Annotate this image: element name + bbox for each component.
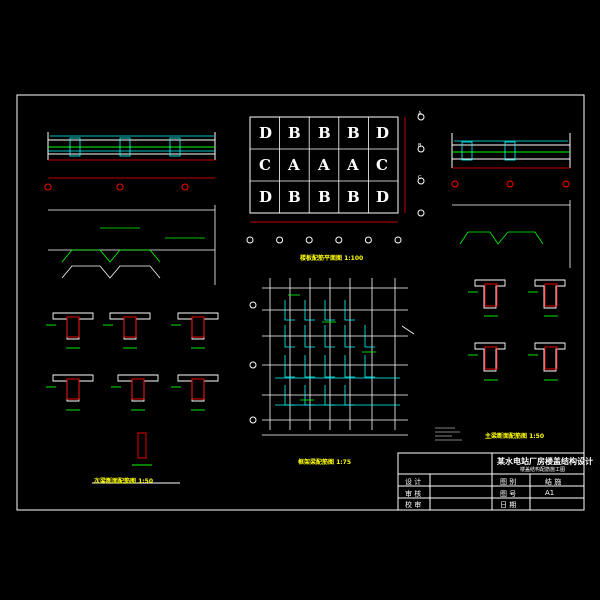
title-block-cell: 图 号 bbox=[500, 490, 517, 498]
slab-panel-label: D bbox=[376, 188, 390, 206]
left-sections-title: 次梁断面配筋图 1:50 bbox=[94, 478, 154, 485]
title-block-cell: 结 施 bbox=[545, 478, 562, 486]
slab-panel-label: D bbox=[376, 124, 390, 142]
slab-plan-title: 楼板配筋平面图 1:100 bbox=[300, 255, 364, 262]
right-sections-title: 主梁断面配筋图 1:50 bbox=[485, 433, 545, 440]
left-beam-elevation bbox=[44, 132, 216, 285]
title-block-cell: A1 bbox=[545, 489, 555, 497]
slab-panel-label: B bbox=[347, 124, 360, 142]
beam-plan-title: 框架梁配筋图 1:75 bbox=[298, 459, 352, 466]
slab-panel-label: B bbox=[288, 188, 301, 206]
axis-bubble-label: C bbox=[418, 175, 422, 181]
slab-panel-label: D bbox=[259, 188, 273, 206]
project-subtitle: 楼盖结构配筋施工图 bbox=[520, 467, 566, 473]
right-beam-elevation bbox=[451, 133, 571, 268]
beam-plan bbox=[249, 278, 415, 436]
slab-panel-label: B bbox=[318, 124, 331, 142]
title-block-cell: 设 计 bbox=[405, 478, 422, 486]
slab-panel-label: A bbox=[288, 156, 300, 174]
slab-panel-label: B bbox=[318, 188, 331, 206]
title-block-cell: 审 核 bbox=[405, 490, 422, 498]
title-block-cell: 图 别 bbox=[500, 478, 517, 486]
slab-panel-label: C bbox=[376, 156, 388, 174]
slab-plan bbox=[246, 113, 425, 244]
slab-panel-label: D bbox=[259, 124, 273, 142]
drawing-border bbox=[16, 94, 585, 511]
slab-panel-label: A bbox=[318, 156, 330, 174]
slab-panel-label: C bbox=[259, 156, 271, 174]
axis-bubble-label: A bbox=[418, 111, 422, 117]
slab-panel-label: B bbox=[347, 188, 360, 206]
project-title: 某水电站厂房楼盖结构设计 bbox=[497, 457, 593, 466]
axis-bubble-label: B bbox=[418, 143, 422, 149]
title-block-frame bbox=[397, 452, 585, 511]
title-block-cell: 校 审 bbox=[405, 501, 422, 509]
slab-panel-label: A bbox=[347, 156, 359, 174]
left-section-group bbox=[46, 312, 219, 484]
right-section-group bbox=[435, 279, 566, 441]
slab-panel-label: B bbox=[288, 124, 301, 142]
title-block-cell: 日 期 bbox=[500, 501, 517, 509]
